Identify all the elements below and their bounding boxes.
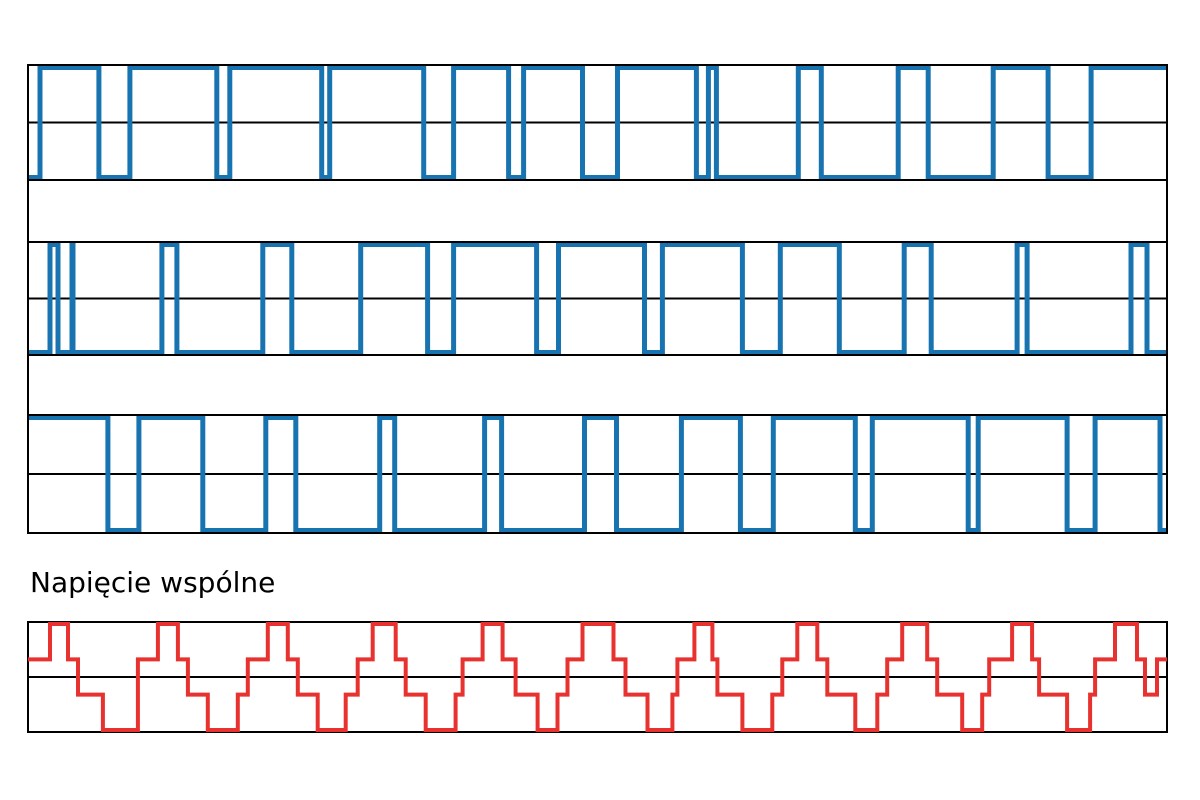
common-voltage-label: Napięcie wspólne	[30, 566, 275, 599]
phase-waveform-line-2	[28, 242, 1167, 355]
phase-waveforms	[27, 64, 1168, 534]
common-voltage-panel	[27, 621, 1168, 733]
common-voltage-line	[28, 622, 1167, 732]
phase-waveform-panel-2	[28, 242, 1167, 355]
phase-waveform-panel-3	[28, 415, 1167, 533]
phase-waveform-line-1	[28, 65, 1167, 180]
phase-waveform-line-3	[28, 415, 1167, 533]
phase-waveform-panel-1	[28, 65, 1167, 180]
top-block-frame	[27, 64, 1168, 534]
